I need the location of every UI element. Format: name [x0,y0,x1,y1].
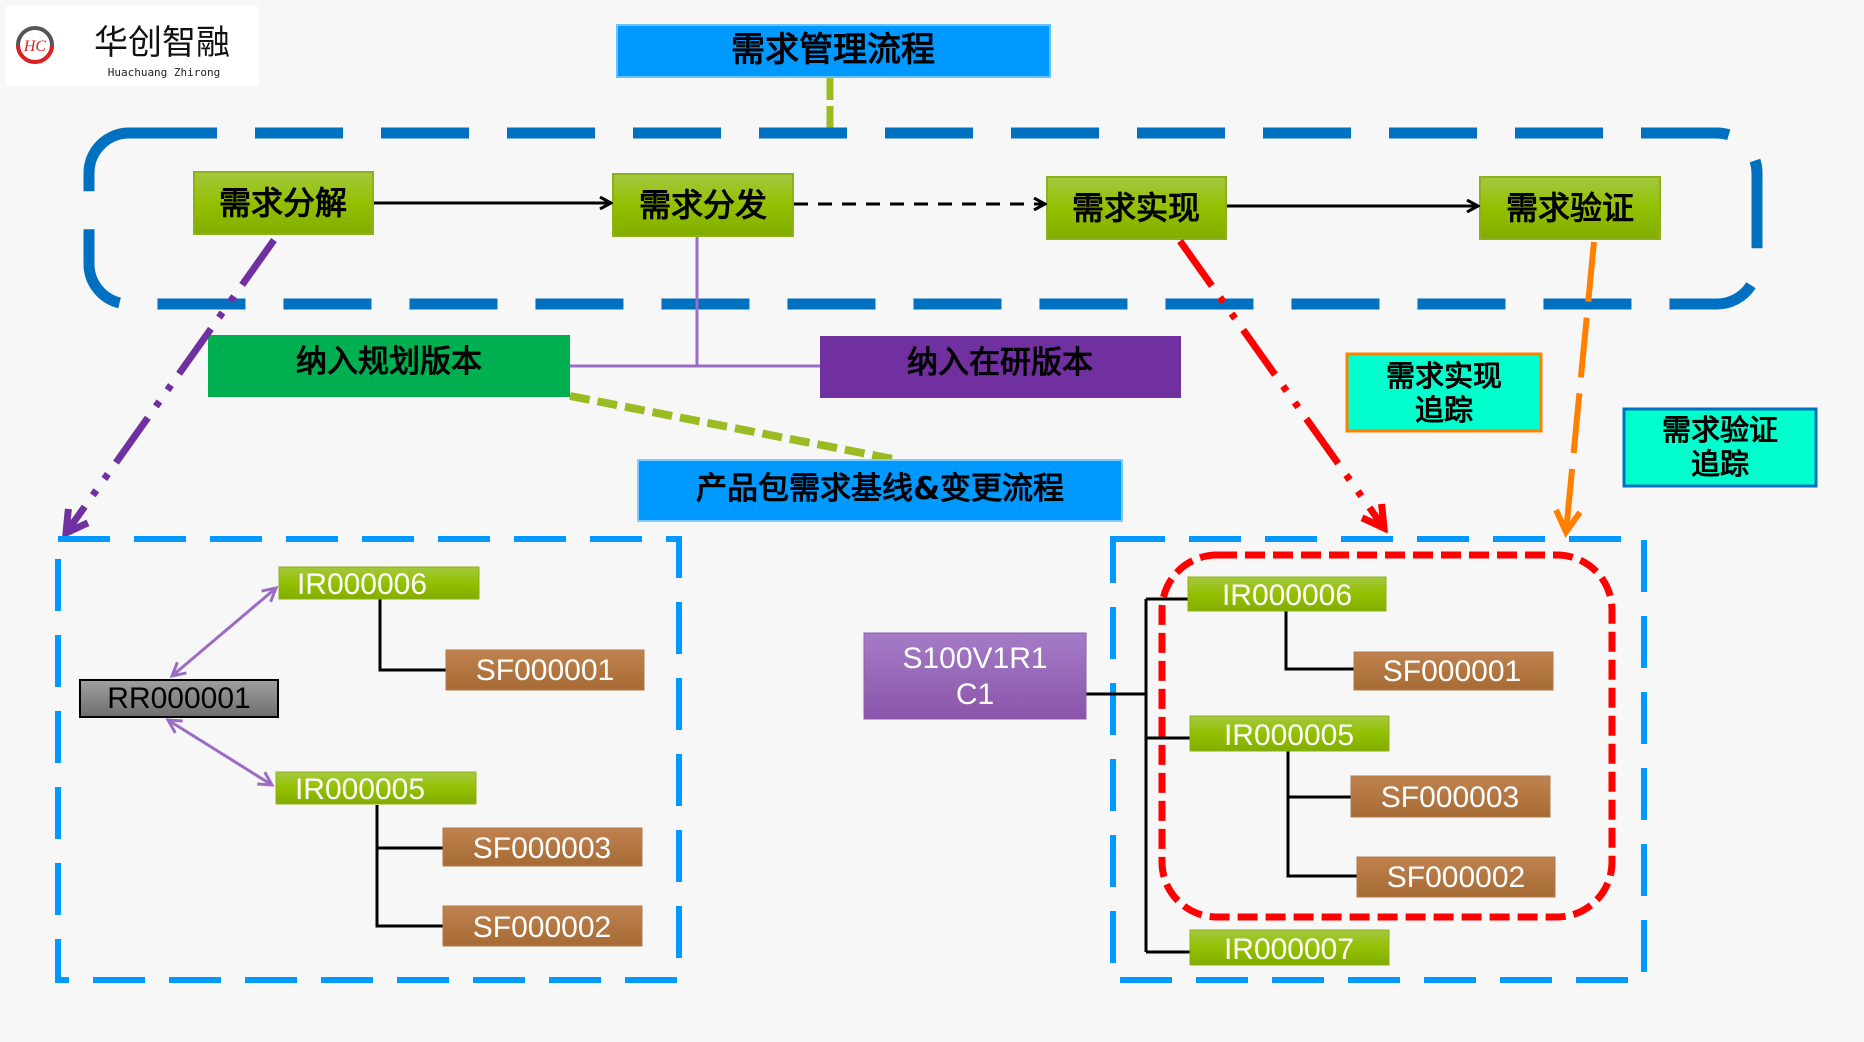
planned-version-box[interactable]: 纳入规划版本 [208,335,570,397]
node-label: IR000005 [295,773,425,806]
right-ir-node[interactable]: IR000006 [1187,576,1387,612]
left-ir-node[interactable]: IR000006 [278,566,480,601]
decompose-to-left-tree-arrow [66,237,277,533]
planned-version-label: 纳入规划版本 [296,344,482,380]
logo-mark: HC [23,38,47,55]
ir5-to-sf3-line [1286,751,1351,799]
ir6-to-sf1-line [1284,611,1354,671]
node-label: SF000001 [476,654,614,687]
hc-logo-icon: HC [16,26,54,64]
tracking-line1: 需求验证 [1662,413,1778,447]
node-label: IR000007 [1224,933,1354,966]
logo-background [6,6,259,86]
verify-to-tracking-arrow [1566,241,1597,532]
baseline-process-box[interactable]: 产品包需求基线&变更流程 [637,459,1123,522]
right-sf-node[interactable]: SF000003 [1350,775,1551,818]
node-label: IR000005 [1224,719,1354,752]
tracking-line2: 追踪 [1415,393,1473,427]
version-line2: C1 [956,678,994,711]
flow-frame [83,127,1763,310]
logo-name: 华创智融 [94,23,230,63]
title-text: 需求管理流程 [731,30,935,70]
baseline-process-label: 产品包需求基线&变更流程 [696,471,1064,507]
page-title: 需求管理流程 [616,24,1051,78]
right-ir-node[interactable]: IR000005 [1189,715,1390,752]
step-label: 需求验证 [1506,189,1634,227]
implementation-tracking-box[interactable]: 需求实现 追踪 [1345,352,1543,433]
flow-step-verify[interactable]: 需求验证 [1479,176,1661,240]
in-dev-version-box[interactable]: 纳入在研版本 [820,336,1181,398]
right-sf-node[interactable]: SF000001 [1353,651,1554,691]
step-label: 需求分解 [219,184,347,222]
logo-subtitle: Huachuang Zhirong [108,66,221,79]
node-label: IR000006 [1222,579,1352,612]
verification-tracking-box[interactable]: 需求验证 追踪 [1622,407,1818,488]
node-label: SF000002 [473,911,611,944]
left-sf-node[interactable]: SF000001 [445,649,645,691]
node-label: IR000006 [297,568,427,601]
right-ir-node[interactable]: IR000007 [1189,929,1390,966]
ir5-to-sf2-line [375,845,443,928]
node-label: SF000001 [1383,655,1521,688]
left-rr-node[interactable]: RR000001 [79,679,279,718]
planned-to-baseline-connector [569,392,899,464]
flow-step-decompose[interactable]: 需求分解 [193,171,374,235]
rr-to-ir6-link [172,588,276,676]
implementation-highlight-frame [1158,551,1616,921]
right-sf-node[interactable]: SF000002 [1356,856,1556,898]
step-label: 需求分发 [639,186,767,224]
right-requirement-container [1110,536,1647,983]
node-label: SF000003 [473,832,611,865]
flow-step-distribute[interactable]: 需求分发 [612,173,794,237]
left-requirement-container [55,536,682,983]
tracking-line2: 追踪 [1691,447,1749,481]
ir5-to-sf3-line [375,805,443,850]
flow-step-implement[interactable]: 需求实现 [1046,176,1227,240]
left-sf-node[interactable]: SF000002 [442,905,643,947]
rr-to-ir5-link [168,720,272,785]
company-logo: HC 华创智融 Huachuang Zhirong [6,6,259,86]
version-line1: S100V1R1 [902,642,1047,675]
ir6-to-sf1-line [378,599,446,672]
ir5-to-sf2-line [1286,795,1357,878]
in-dev-version-label: 纳入在研版本 [907,345,1093,381]
left-sf-node[interactable]: SF000003 [442,827,643,867]
node-label: SF000002 [1387,861,1525,894]
left-ir-node[interactable]: IR000005 [275,771,477,806]
step-label: 需求实现 [1072,189,1200,227]
tracking-line1: 需求实现 [1386,359,1502,393]
node-label: SF000003 [1381,781,1519,814]
title-box [616,24,1051,78]
product-version-node[interactable]: S100V1R1 C1 [863,632,1087,720]
node-label: RR000001 [107,682,250,715]
